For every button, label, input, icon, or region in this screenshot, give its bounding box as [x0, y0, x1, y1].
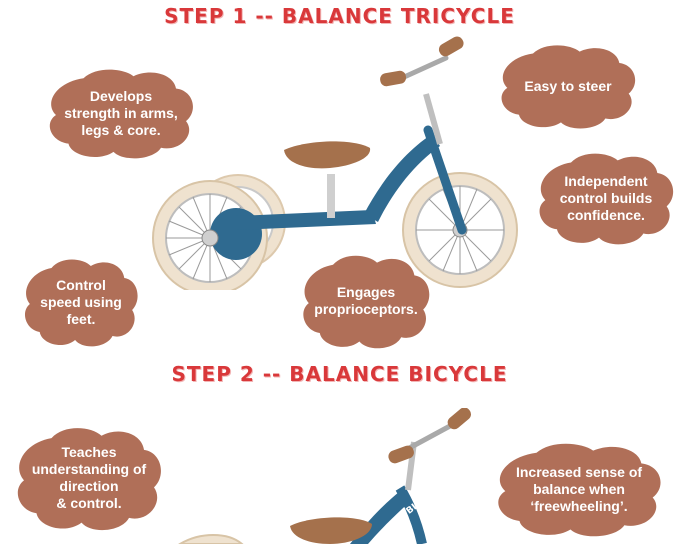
- bicycle-seat: [290, 517, 372, 544]
- bubble-strength-text: Develops strength in arms, legs & core.: [64, 87, 178, 138]
- bubble-speed-text: Control speed using feet.: [40, 276, 122, 327]
- tricycle-illustration: TRYBIKE: [152, 36, 518, 290]
- bubble-direction: Teaches understanding of direction & con…: [14, 424, 164, 532]
- step-1-heading: STEP 1 -- BALANCE TRICYCLE: [164, 4, 515, 28]
- bubble-proprioceptors: Engages proprioceptors.: [300, 252, 432, 350]
- bubble-independent-text: Independent control builds confidence.: [559, 172, 653, 223]
- bubble-direction-text: Teaches understanding of direction & con…: [31, 444, 147, 511]
- seat: [284, 141, 371, 169]
- bubble-balance: Increased sense of balance when ‘freewhe…: [494, 440, 664, 538]
- bubble-proprioceptors-text: Engages proprioceptors.: [314, 284, 418, 317]
- handlebar: [380, 36, 464, 87]
- rear-wheel-front: [152, 180, 268, 290]
- bubble-speed: Control speed using feet.: [22, 256, 140, 348]
- bicycle-rear-wheel: [178, 534, 244, 544]
- bubble-steer: Easy to steer: [498, 42, 638, 130]
- bubble-independent: Independent control builds confidence.: [536, 150, 676, 246]
- bubble-strength: Develops strength in arms, legs & core.: [46, 66, 196, 160]
- bubble-balance-text: Increased sense of balance when ‘freewhe…: [515, 463, 643, 514]
- bicycle-handlebar: [388, 408, 472, 464]
- bike-frame: [236, 93, 467, 235]
- bubble-steer-text: Easy to steer: [524, 77, 612, 94]
- step-2-heading: STEP 2 -- BALANCE BICYCLE: [171, 362, 508, 386]
- bicycle-illustration: TRYBIKE: [178, 408, 472, 544]
